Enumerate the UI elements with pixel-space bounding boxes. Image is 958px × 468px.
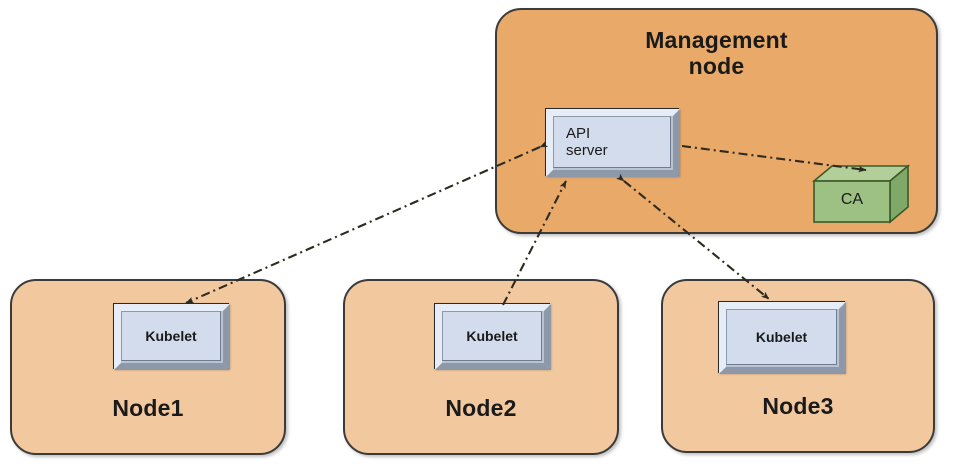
connector-api-server-to-ca xyxy=(681,144,867,173)
api-server-box[interactable]: API server xyxy=(545,108,680,177)
management-node-label: Management node xyxy=(645,27,788,79)
ca-box[interactable]: CA xyxy=(811,163,911,225)
node3-kubelet-inner: Kubelet xyxy=(726,309,837,365)
node3-label: Node3 xyxy=(762,393,834,419)
api-server-inner: API server xyxy=(553,116,671,168)
api-server-label: API server xyxy=(566,124,608,159)
node2-kubelet-label: Kubelet xyxy=(466,327,518,344)
node2-kubelet-inner: Kubelet xyxy=(442,311,542,361)
node2-label: Node2 xyxy=(445,395,517,421)
ca-label: CA xyxy=(840,191,864,208)
node1-label: Node1 xyxy=(112,395,184,421)
node1-kubelet-label: Kubelet xyxy=(145,327,197,344)
connector-node2-kubelet-to-api-server xyxy=(502,180,567,306)
node3-kubelet-label: Kubelet xyxy=(755,328,808,345)
connector-api-server-to-node3-kubelet xyxy=(616,173,770,300)
node1-kubelet-inner: Kubelet xyxy=(121,311,221,361)
connector-api-server-to-node1-kubelet xyxy=(185,141,549,304)
ca-box-shape xyxy=(811,164,911,224)
